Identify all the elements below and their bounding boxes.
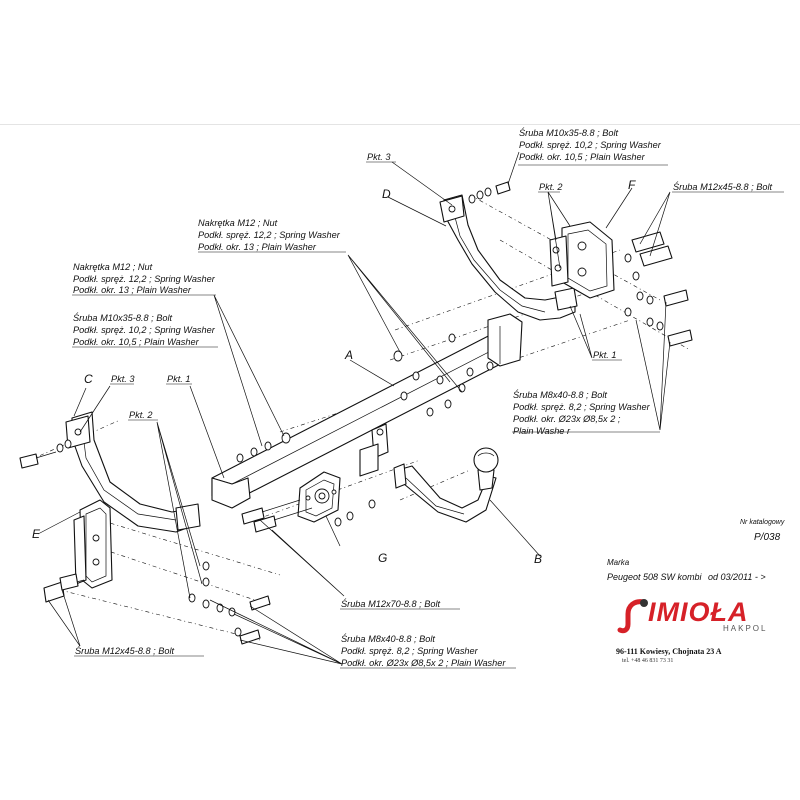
label-bolt-m8-right-2: Podkł. spręż. 8,2 ; Spring Washer [513, 402, 651, 412]
label-top-bolt-3: Podkł. okr. 10,5 ; Plain Washer [519, 152, 646, 162]
label-nut-left-2: Podkł. spręż. 12,2 ; Spring Washer [73, 274, 216, 284]
label-pkt1-right: Pkt. 1 [593, 350, 617, 360]
bracket-f [549, 221, 615, 299]
label-top-bolt-2: Podkł. spręż. 10,2 ; Spring Washer [519, 140, 662, 150]
label-bolt-m8-right-1: Śruba M8x40-8.8 ; Bolt [513, 389, 607, 400]
company-name: IMIOŁA [648, 597, 749, 627]
label-pkt2-left: Pkt. 2 [129, 410, 153, 420]
info-block: Nr katalogowy P/038 Marka Peugeot 508 SW… [607, 519, 785, 582]
label-bolt-left-1: Śruba M10x35-8.8 ; Bolt [73, 312, 173, 323]
label-nut-center-1: Nakrętka M12 ; Nut [198, 218, 278, 228]
brand-label: Marka [607, 558, 630, 567]
label-bolt-m8-bottom-3: Podkł. okr. Ø23x Ø8,5x 2 ; Plain Washer [341, 658, 506, 668]
label-bolt-m12-left: Śruba M12x45-8.8 ; Bolt [75, 645, 175, 656]
fasteners [19, 181, 693, 645]
callout-labels: Śruba M10x35-8.8 ; Bolt Podkł. spręż. 10… [32, 127, 773, 668]
socket-plate-g [297, 471, 341, 523]
letter-d: D [382, 187, 391, 201]
company-logo-block: IMIOŁA HAKPOL 96-111 Kowiesy, Chojnata 2… [608, 596, 778, 688]
bracket-c [65, 411, 201, 533]
company-phone: tel. +48 46 831 73 31 [622, 658, 674, 664]
letter-e: E [32, 527, 41, 541]
catalog-number: P/038 [754, 532, 781, 543]
crossbar-a [211, 313, 523, 509]
vehicle-model: Peugeot 508 SW kombi [607, 572, 703, 582]
hook-logo-icon [617, 599, 648, 634]
label-nut-center-3: Podkł. okr. 13 ; Plain Washer [198, 242, 317, 252]
label-nut-center-2: Podkł. spręż. 12,2 ; Spring Washer [198, 230, 341, 240]
label-bolt-m8-bottom-1: Śruba M8x40-8.8 ; Bolt [341, 633, 435, 644]
leader-lines [37, 151, 671, 665]
letter-b: B [534, 552, 542, 566]
catalog-label: Nr katalogowy [740, 519, 785, 526]
label-nut-left-3: Podkł. okr. 13 ; Plain Washer [73, 285, 192, 295]
label-underlines [72, 161, 784, 669]
vehicle-date: od 03/2011 - > [708, 572, 766, 582]
label-nut-left-1: Nakrętka M12 ; Nut [73, 262, 153, 272]
label-pkt3-left: Pkt. 3 [111, 374, 135, 384]
header-band [0, 0, 800, 125]
label-bolt-left-3: Podkł. okr. 10,5 ; Plain Washer [73, 337, 200, 347]
bracket-e [73, 499, 113, 589]
label-pkt2-right: Pkt. 2 [539, 182, 563, 192]
label-bolt-m8-right-3: Podkł. okr. Ø23x Ø8,5x 2 ; [513, 414, 621, 424]
company-sub: HAKPOL [723, 624, 768, 633]
towball-b [393, 447, 499, 523]
label-bolt-m8-right-4: Plain Washe r [513, 426, 571, 436]
label-bolt-m12-right: Śruba M12x45-8.8 ; Bolt [673, 181, 773, 192]
label-pkt3-top: Pkt. 3 [367, 152, 391, 162]
label-bolt-m12x70: Śruba M12x70-8.8 ; Bolt [341, 598, 441, 609]
label-top-bolt-1: Śruba M10x35-8.8 ; Bolt [519, 127, 619, 138]
label-pkt1-left: Pkt. 1 [167, 374, 191, 384]
label-bolt-m8-bottom-2: Podkł. spręż. 8,2 ; Spring Washer [341, 646, 479, 656]
letter-g: G [378, 551, 387, 565]
letter-a: A [344, 348, 353, 362]
bracket-d [439, 194, 578, 321]
letter-c: C [84, 372, 93, 386]
company-address: 96-111 Kowiesy, Chojnata 23 A [616, 647, 722, 656]
label-bolt-left-2: Podkł. spręż. 10,2 ; Spring Washer [73, 325, 216, 335]
letter-f: F [628, 178, 636, 192]
